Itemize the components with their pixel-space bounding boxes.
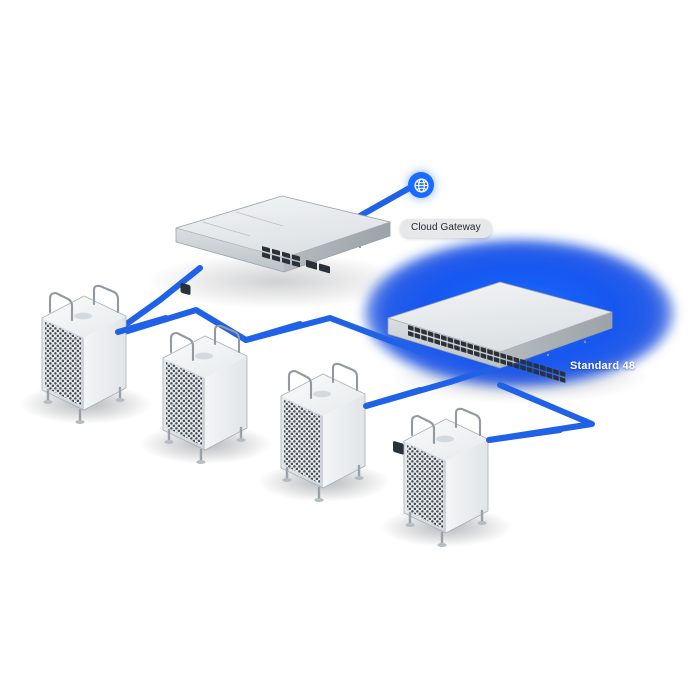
globe-icon (413, 177, 429, 193)
gateway-bays (202, 211, 284, 237)
standard-48-label: Standard 48 (570, 360, 635, 372)
standard-48-label-text: Standard 48 (570, 360, 636, 372)
link-tower1-tower2-front (115, 315, 169, 335)
gateway-sfp-ports (306, 260, 330, 274)
link-tower4-switch-front (486, 427, 563, 443)
gateway-display (180, 283, 191, 295)
globe-icon-badge[interactable] (408, 172, 434, 198)
device-tower-2[interactable] (162, 324, 248, 464)
device-tower-3[interactable] (280, 362, 366, 502)
link-gateway-tower1 (115, 265, 203, 333)
device-standard-48[interactable] (387, 281, 613, 455)
cloud-gateway-tooltip-text: Cloud Gateway (411, 222, 481, 233)
device-cloud-gateway[interactable] (175, 195, 391, 295)
gateway-ports (262, 246, 330, 274)
gateway-screws (314, 245, 362, 264)
link-tower2-switch-front (243, 321, 303, 343)
cloud-gateway-tooltip[interactable]: Cloud Gateway (400, 219, 492, 238)
switch-ports (408, 325, 566, 383)
switch-display (393, 441, 404, 455)
device-tower-1[interactable] (41, 284, 127, 424)
link-tower3-switch-front (363, 387, 423, 409)
device-tower-4[interactable] (403, 407, 489, 547)
switch-screws (546, 340, 587, 357)
